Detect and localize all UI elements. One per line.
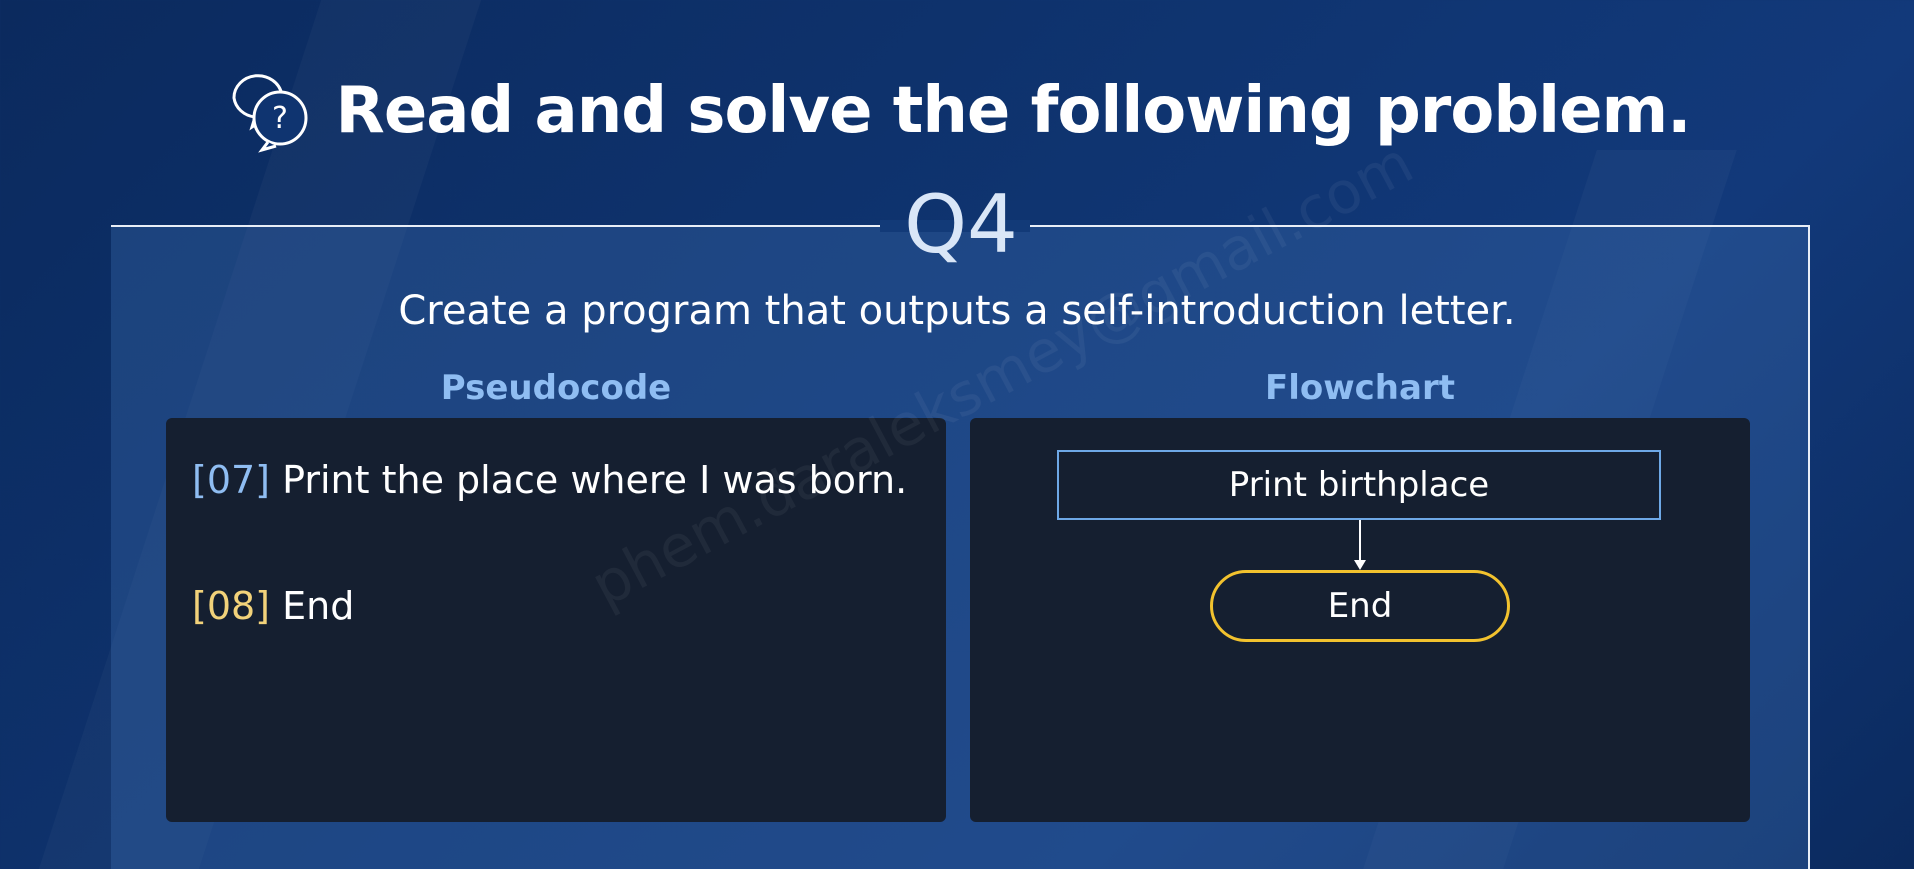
question-prompt: Create a program that outputs a self-int… (398, 288, 1516, 334)
pseudocode-line: [08] End (192, 584, 354, 628)
question-number: Q4 (904, 178, 1018, 271)
question-chat-icon: ? (232, 74, 308, 153)
page-title: Read and solve the following problem. (335, 74, 1692, 148)
flowchart-process-node: Print birthplace (1057, 450, 1661, 520)
line-number: [07] (192, 458, 271, 502)
line-number: [08] (192, 584, 271, 628)
pseudocode-heading: Pseudocode (440, 368, 672, 408)
flowchart-terminal-node: End (1210, 570, 1510, 642)
line-text: End (282, 584, 355, 628)
title-row: ? Read and solve the following problem. (0, 68, 1914, 154)
terminal-label: End (1327, 586, 1393, 626)
question-number-gap (880, 220, 1030, 232)
flowchart-heading: Flowchart (1265, 368, 1455, 408)
svg-text:?: ? (272, 101, 288, 136)
process-label: Print birthplace (1228, 465, 1490, 505)
flowchart-box (970, 418, 1750, 822)
pseudocode-line: [07] Print the place where I was born. (192, 458, 907, 502)
flowchart-arrow (1354, 520, 1366, 570)
line-text: Print the place where I was born. (282, 458, 908, 502)
pseudocode-box: [07] Print the place where I was born. [… (166, 418, 946, 822)
